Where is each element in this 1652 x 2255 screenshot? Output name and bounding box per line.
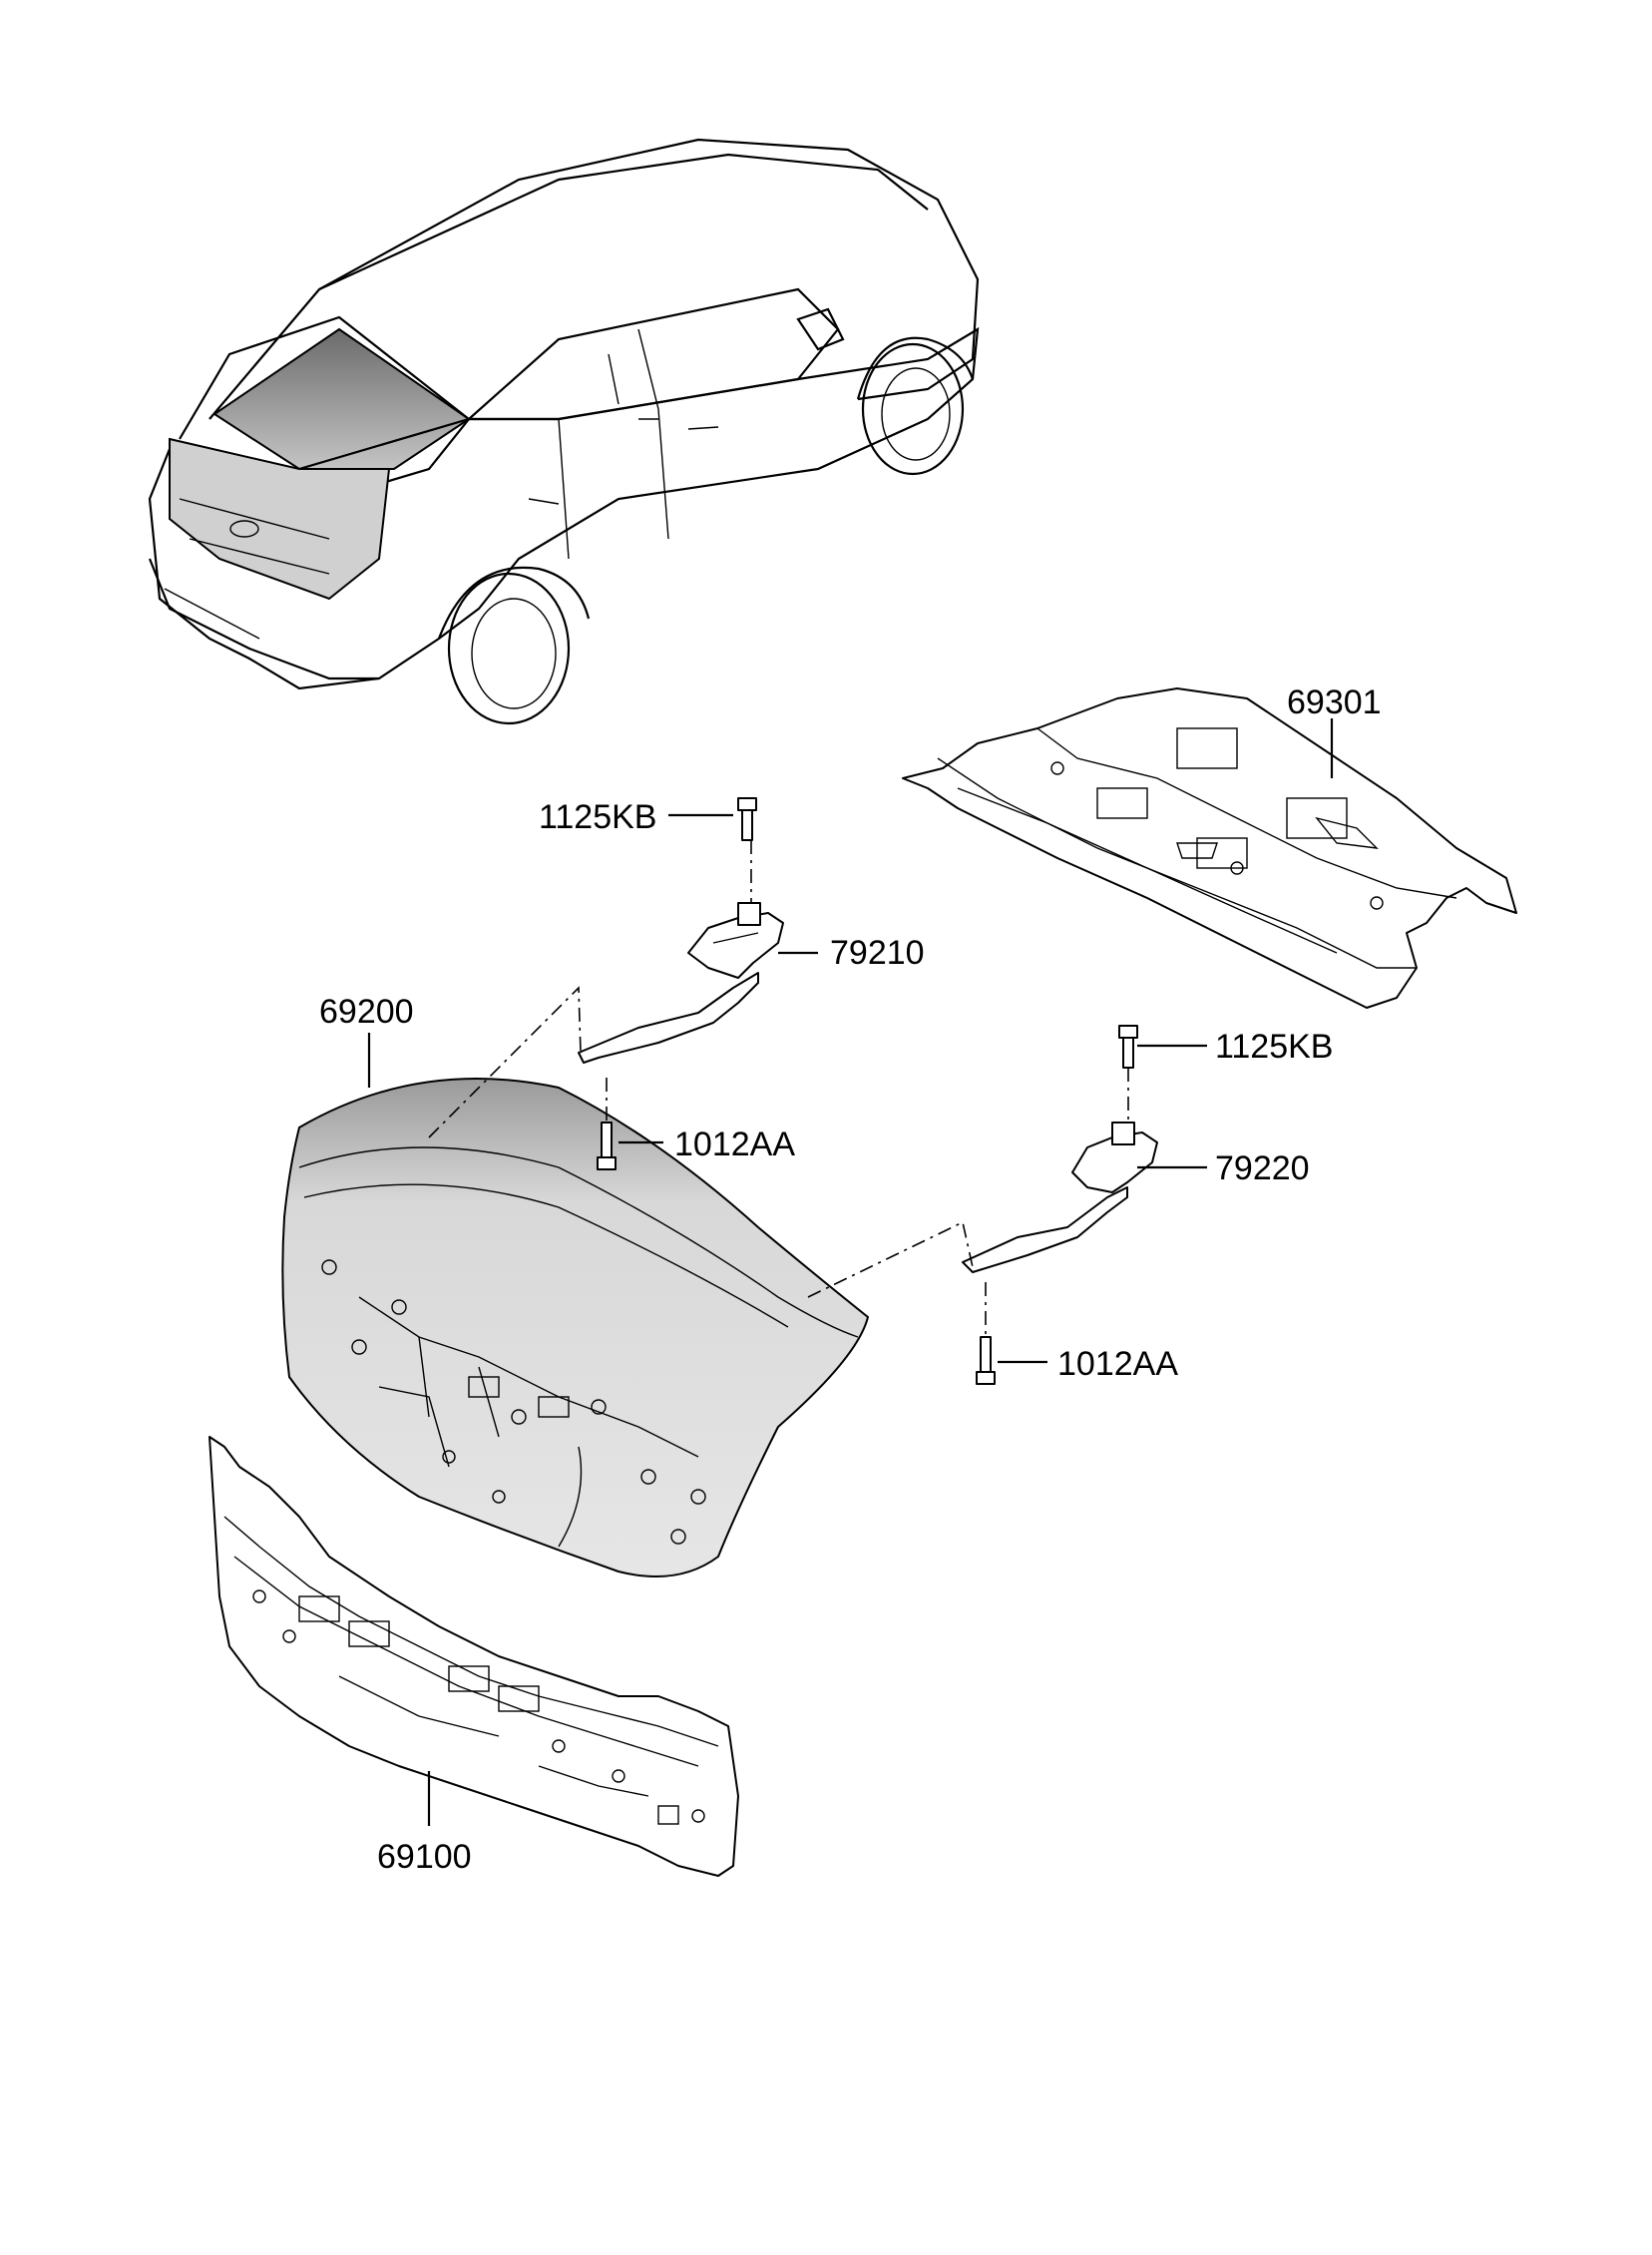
part-79220-hinge xyxy=(962,1122,1158,1273)
label-1012aa-left: 1012AA xyxy=(674,1126,795,1163)
bolt-1012aa-right xyxy=(976,1336,996,1385)
label-1125kb-right: 1125KB xyxy=(1215,1028,1333,1066)
label-79220: 79220 xyxy=(1215,1149,1310,1187)
label-69200: 69200 xyxy=(319,993,414,1031)
label-1012aa-right: 1012AA xyxy=(1057,1345,1178,1383)
bolt-1012aa-left xyxy=(597,1122,617,1170)
bolt-1125kb-right xyxy=(1118,1025,1138,1069)
bolt-1125kb-left xyxy=(737,797,757,841)
part-69200-trunk-lid xyxy=(281,1078,870,1578)
label-69100: 69100 xyxy=(377,1838,472,1876)
label-69301: 69301 xyxy=(1287,683,1382,721)
label-1125kb-left: 1125KB xyxy=(539,798,656,836)
part-69301-panel xyxy=(902,687,1517,1009)
vehicle-illustration xyxy=(148,138,980,725)
part-69100-back-panel xyxy=(208,1436,739,1877)
part-79210-hinge xyxy=(578,902,784,1064)
part-labels: 69301 1125KB 79210 69200 1125KB 1012AA 7… xyxy=(319,683,1382,1876)
label-79210: 79210 xyxy=(830,934,925,972)
assembly-connector-lines xyxy=(428,840,1129,1337)
leader-lines xyxy=(367,718,1334,1826)
